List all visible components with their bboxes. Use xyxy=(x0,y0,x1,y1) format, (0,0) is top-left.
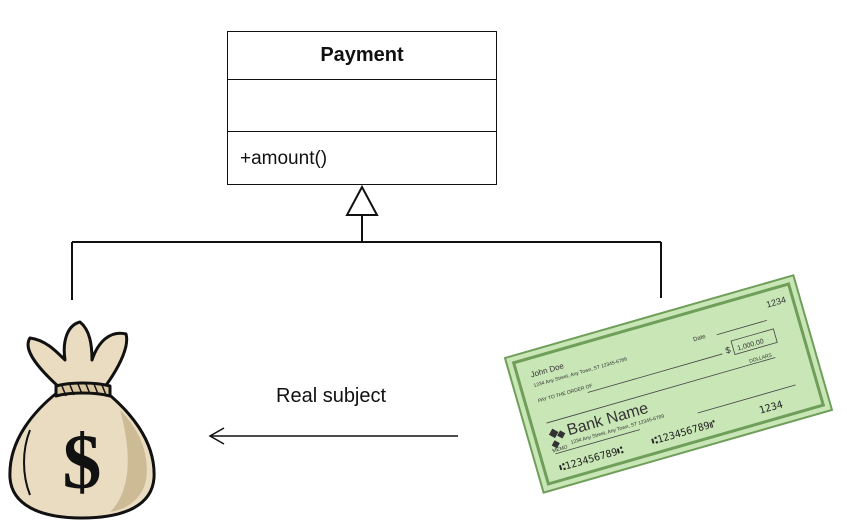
cheque-icon: John Doe 1234 Any Street, Any Town, ST 1… xyxy=(503,274,834,494)
real-subject-label: Real subject xyxy=(276,385,387,407)
cheque-memo-label: MEMO xyxy=(552,444,569,454)
inheritance-connector xyxy=(71,184,662,300)
money-bag-dollar-symbol: $ xyxy=(63,418,102,505)
arrowhead-open xyxy=(208,427,225,445)
money-bag-icon xyxy=(8,320,156,520)
cheque-date-label: Date xyxy=(693,334,707,343)
class-attributes xyxy=(228,80,496,132)
class-name: Payment xyxy=(228,32,496,80)
class-operations: +amount() xyxy=(240,148,328,169)
real-subject-arrow xyxy=(208,427,458,445)
cheque-amount-symbol: $ xyxy=(724,345,732,356)
generalization-arrowhead xyxy=(345,184,379,216)
payment-class-box: Payment +amount() xyxy=(227,31,497,185)
